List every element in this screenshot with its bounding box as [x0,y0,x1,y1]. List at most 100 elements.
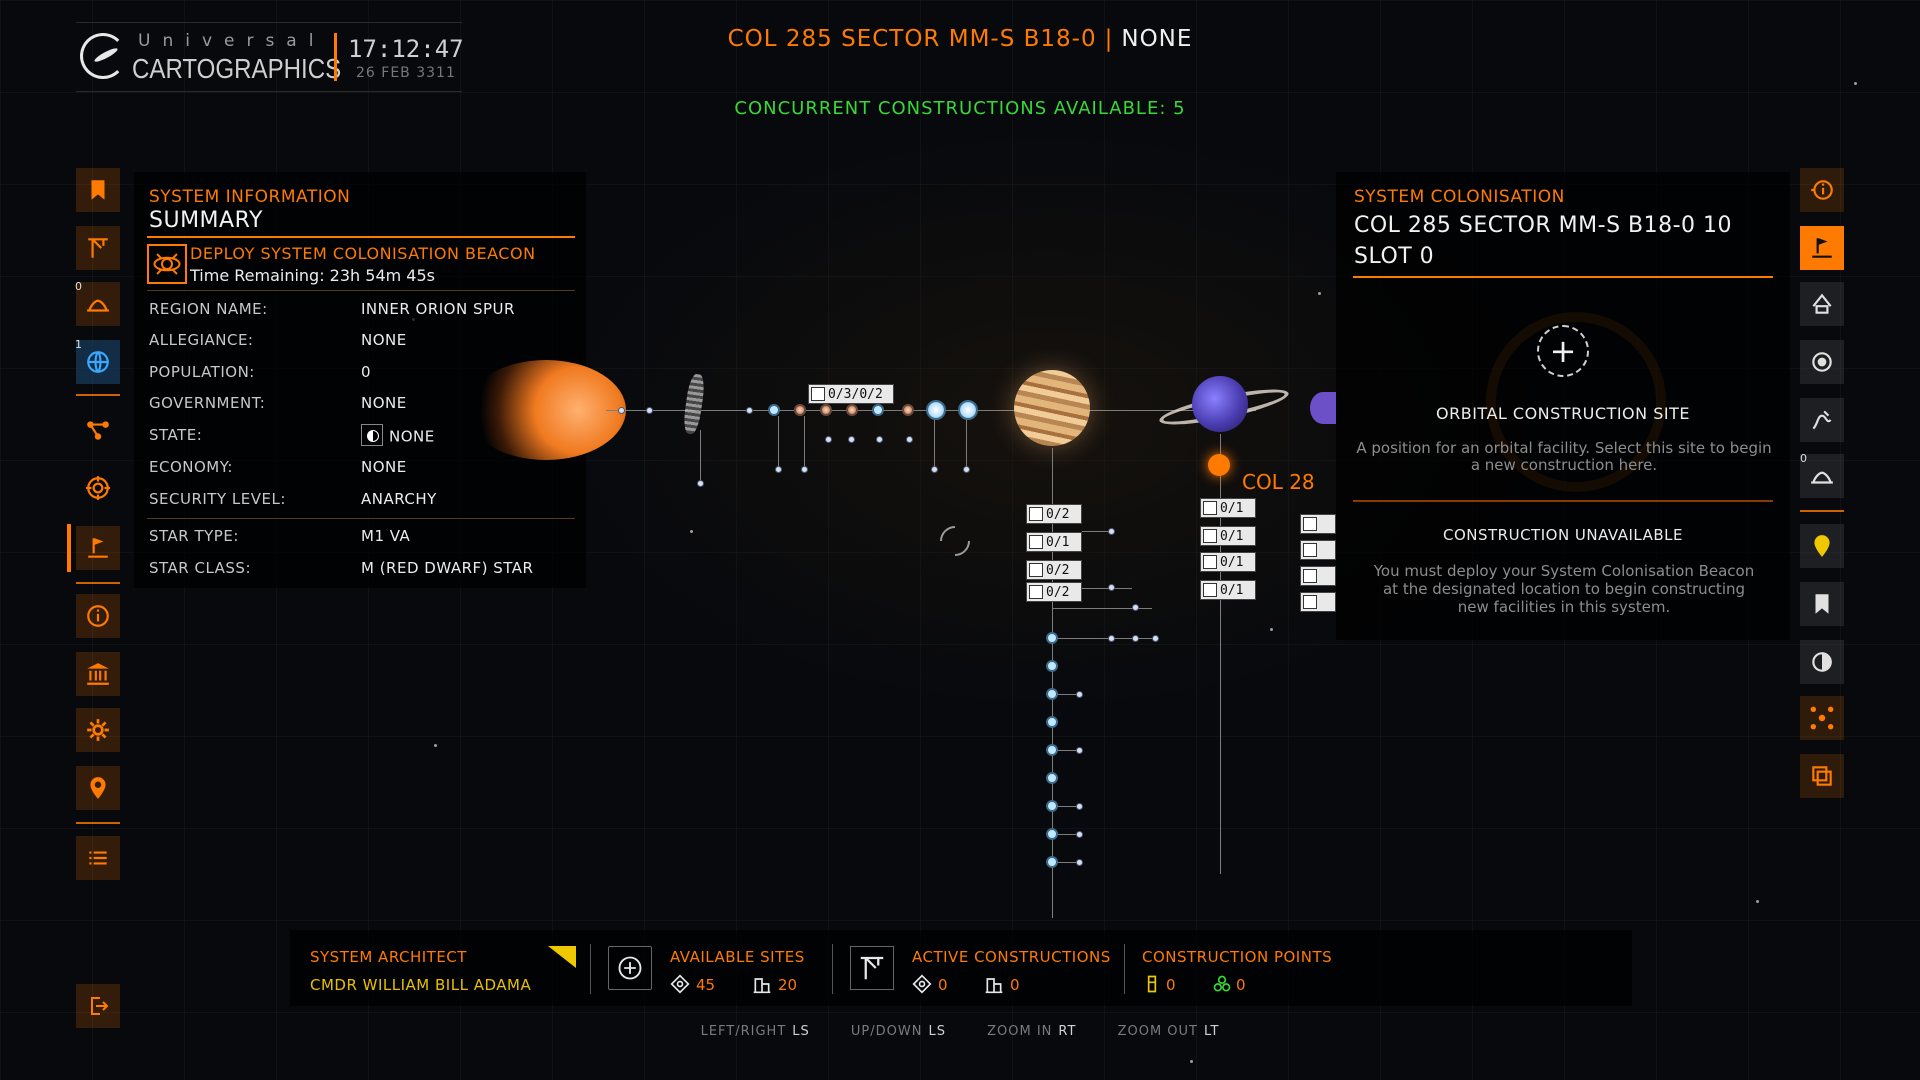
left-nav-settings[interactable] [76,708,120,752]
slot-count: 0/1 [1220,582,1244,598]
slot-count: 0/1 [1220,500,1244,516]
planet[interactable] [872,404,884,416]
right-nav-moon[interactable] [1800,640,1844,684]
slot-counter[interactable]: 0/1 [1200,498,1256,518]
moon-node[interactable] [1076,831,1083,838]
beacon-time-remaining: Time Remaining: 23h 54m 45s [190,266,435,285]
bookmark-icon [91,180,105,200]
moon-node[interactable] [825,436,832,443]
right-nav-network[interactable] [1800,696,1844,740]
facility-icon [1203,501,1217,515]
left-nav-faction[interactable] [76,652,120,696]
slot-counter-partial[interactable] [1300,566,1336,586]
right-nav-copy[interactable] [1800,754,1844,798]
moon-node[interactable] [876,436,883,443]
moon[interactable] [1046,828,1058,840]
slot-counter[interactable]: 0/2 [1026,582,1082,602]
asteroid-belt[interactable] [681,373,707,435]
terrain-icon [87,299,109,312]
planet[interactable] [902,404,914,416]
moon[interactable] [1046,632,1058,644]
colonisation-flag-icon [88,538,108,558]
planet[interactable] [926,400,946,420]
moon-node[interactable] [801,466,808,473]
left-nav-info[interactable] [76,594,120,638]
slot-counter[interactable]: 0/1 [1200,552,1256,572]
planet[interactable] [1310,392,1336,424]
right-nav-info[interactable] [1800,168,1844,212]
left-nav-construction[interactable] [76,226,120,270]
planet[interactable] [846,404,858,416]
add-construction-button[interactable]: + [1537,325,1589,377]
moon[interactable] [1046,716,1058,728]
left-nav-target[interactable] [76,466,120,510]
planet[interactable] [768,404,780,416]
moon-node[interactable] [775,466,782,473]
planet[interactable] [820,404,832,416]
right-nav-colonisation[interactable] [1800,226,1844,270]
slot-counter-partial[interactable] [1300,592,1336,612]
right-nav-target[interactable] [1800,340,1844,384]
right-nav-scan[interactable] [1800,282,1844,326]
moon[interactable] [1046,856,1058,868]
moon-node[interactable] [1076,691,1083,698]
orbit-node[interactable] [1108,635,1115,642]
left-nav-location[interactable] [76,766,120,810]
moon-node[interactable] [848,436,855,443]
panel-divider [147,290,575,291]
orbit-node[interactable] [646,407,653,414]
exit-button[interactable] [76,984,120,1028]
slot-counter[interactable]: 0/1 [1200,526,1256,546]
moon[interactable] [1046,688,1058,700]
planet[interactable] [794,404,806,416]
orbit-node[interactable] [1152,635,1159,642]
moon-node[interactable] [906,436,913,443]
slot-counter-partial[interactable] [1300,514,1336,534]
slot-counter[interactable]: 0/2 [1026,560,1082,580]
orbit-node[interactable] [1108,584,1115,591]
moon[interactable] [1046,660,1058,672]
slot-count: 0/1 [1220,554,1244,570]
slot-counter[interactable]: 0/3/0/2 [808,384,894,404]
right-nav-surface[interactable]: 0 [1800,452,1844,498]
slot-counter[interactable]: 0/2 [1026,504,1082,524]
moon[interactable] [1046,772,1058,784]
system-orrery[interactable]: 0/3/0/2 0/2 0/1 0/2 0/2 [466,300,1336,918]
moon-node[interactable] [1076,803,1083,810]
moon-node[interactable] [1076,747,1083,754]
info-value: M1 VA [361,527,411,545]
orbit-node[interactable] [618,407,625,414]
left-nav-list[interactable] [76,836,120,880]
moon[interactable] [1046,800,1058,812]
slot-counter[interactable]: 0/1 [1026,532,1082,552]
right-nav-location[interactable] [1800,524,1844,568]
title-separator: | [1104,26,1114,52]
left-nav-route[interactable] [76,408,120,452]
left-nav-galaxy[interactable]: 1 [75,338,120,384]
orbit-node[interactable] [1132,604,1139,611]
right-nav-route[interactable] [1800,398,1844,442]
left-nav-bookmark[interactable] [76,168,120,212]
beacon-title[interactable]: DEPLOY SYSTEM COLONISATION BEACON [190,244,536,263]
moon-node[interactable] [1076,859,1083,866]
slot-counter-partial[interactable] [1300,540,1336,560]
moon[interactable] [1046,744,1058,756]
info-value: NONE [361,331,407,349]
selected-slot-marker[interactable] [1208,454,1230,476]
left-nav-surface[interactable]: 0 [75,280,120,326]
left-nav-colonisation[interactable] [76,526,120,570]
slot-counter[interactable]: 0/1 [1200,580,1256,600]
moon-node[interactable] [931,466,938,473]
primary-star[interactable] [466,360,626,460]
gas-giant[interactable] [1014,370,1090,446]
orbit-node[interactable] [1132,635,1139,642]
right-nav-bookmark[interactable] [1800,582,1844,626]
moon-node[interactable] [963,466,970,473]
orbit-node[interactable] [697,480,704,487]
panel-divider [147,518,575,519]
orbit-node[interactable] [1108,528,1115,535]
ringed-planet[interactable] [1192,376,1248,432]
planet[interactable] [958,400,978,420]
orbit-node[interactable] [746,407,753,414]
